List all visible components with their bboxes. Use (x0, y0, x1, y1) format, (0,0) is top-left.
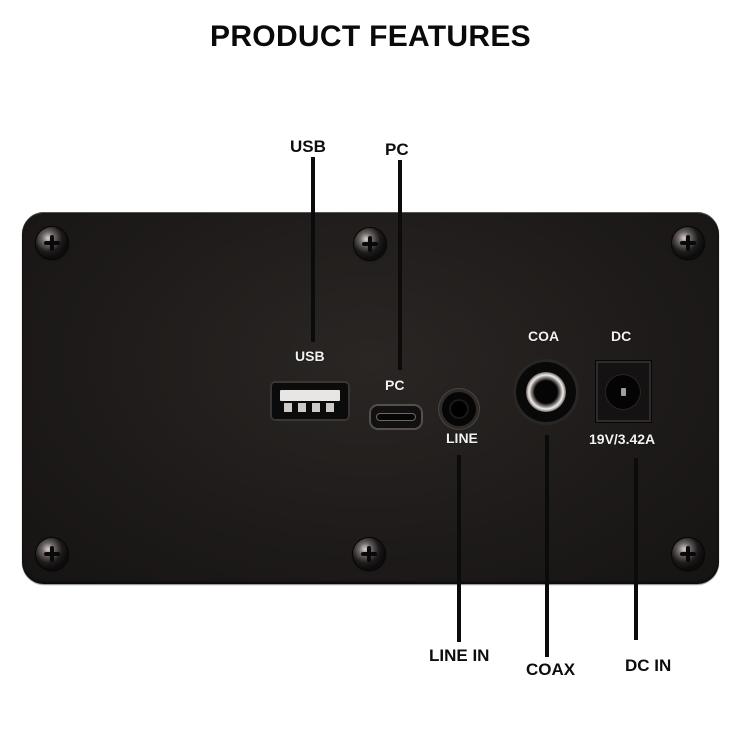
screw-icon (36, 227, 68, 259)
line-in-leader-line (457, 455, 461, 642)
coax-leader-line (545, 435, 549, 657)
dc-panel-label: DC (611, 328, 632, 344)
line-panel-label: LINE (446, 430, 478, 446)
pc-panel-label: PC (385, 377, 405, 393)
dc-pin (621, 388, 626, 396)
coaxial-rca-jack (516, 362, 576, 422)
usb-tongue (280, 390, 340, 401)
usb-pin (326, 403, 334, 412)
usb-callout: USB (290, 137, 326, 156)
dc-hole (606, 375, 640, 409)
usb-panel-label: USB (295, 348, 325, 364)
dc-in-callout: DC IN (625, 656, 672, 675)
screw-icon (36, 538, 68, 570)
page-title: PRODUCT FEATURES (210, 20, 531, 53)
screw-icon (353, 538, 385, 570)
usb-pin (298, 403, 306, 412)
jack-hole (451, 401, 467, 417)
dc-rating-label: 19V/3.42A (589, 431, 656, 447)
screw-icon (672, 538, 704, 570)
coax-callout: COAX (526, 660, 576, 679)
line-in-jack (442, 392, 476, 426)
coa-panel-label: COA (528, 328, 560, 344)
rca-ring (526, 372, 566, 412)
screw-icon (354, 228, 386, 260)
micro-usb-port (369, 404, 423, 430)
usb-pin (284, 403, 292, 412)
usb-leader-line-panel (311, 212, 315, 342)
dc-in-leader-line (634, 458, 638, 640)
usb-a-port (270, 381, 350, 421)
dc-barrel-jack (596, 361, 651, 422)
micro-usb-slot (377, 414, 415, 420)
pc-leader-line-panel (398, 212, 402, 370)
pc-callout: PC (385, 140, 409, 159)
line-in-callout: LINE IN (429, 646, 490, 665)
screw-icon (672, 227, 704, 259)
usb-pin (312, 403, 320, 412)
